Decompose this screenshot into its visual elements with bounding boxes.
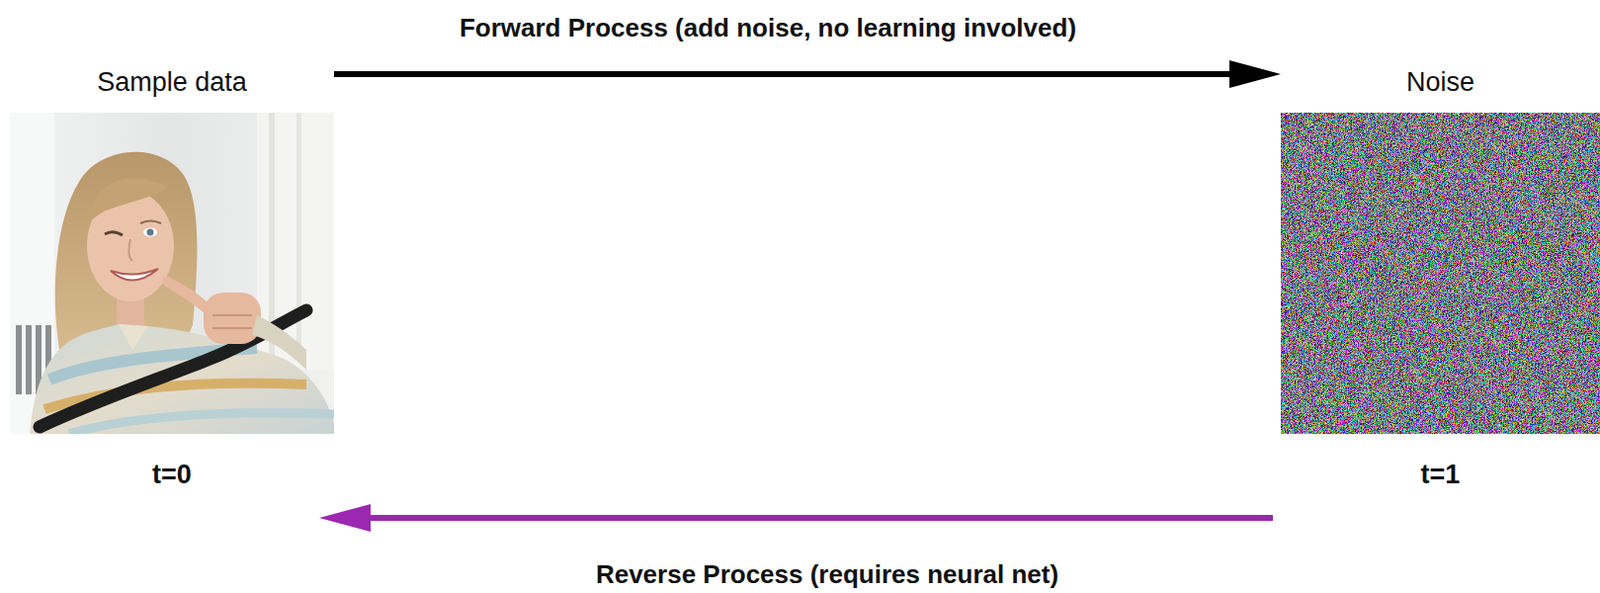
sample-photo: [9, 112, 335, 434]
image-space: [1439, 100, 1441, 456]
drawing-part: [15, 325, 22, 395]
drawing-part: [296, 112, 302, 360]
reverse-label: Reverse Process (requires neural net): [595, 557, 1059, 591]
drawing-part: [162, 275, 208, 315]
reverse-arrow: [338, 514, 1273, 521]
photo-node: Sample data t=0: [9, 63, 335, 494]
forward-label: Forward Process (add noise, no learning …: [459, 10, 1077, 45]
drawing-part: [104, 232, 123, 236]
image-heading: Sample data: [96, 63, 248, 101]
drawing-part: [203, 292, 261, 344]
drawing-part: [143, 228, 158, 238]
image-heading: Noise: [1406, 63, 1475, 101]
drawing-part: [140, 221, 162, 225]
drawing-part: [252, 315, 307, 370]
drawing-part: [88, 177, 169, 222]
forward-arrow: [334, 71, 1262, 78]
noise-ground: [1280, 112, 1600, 434]
drawing-part: [69, 413, 335, 434]
drawing-part: [128, 239, 133, 261]
photo-background: [9, 112, 335, 434]
drawing-part: [118, 324, 149, 350]
drawing-part: [212, 315, 253, 329]
noise-image: [1280, 112, 1600, 434]
drawing-part: [147, 229, 155, 237]
noise-node: Noise t=1: [1280, 63, 1600, 494]
time-label: t=0: [152, 455, 192, 494]
noise-pixels: [1280, 112, 1600, 434]
drawing-part: [110, 268, 159, 281]
drawing-part: [25, 325, 32, 395]
person: [29, 152, 335, 434]
drawing-part: [9, 112, 335, 434]
time-label: t=1: [1421, 455, 1461, 494]
image-space: [171, 100, 173, 456]
